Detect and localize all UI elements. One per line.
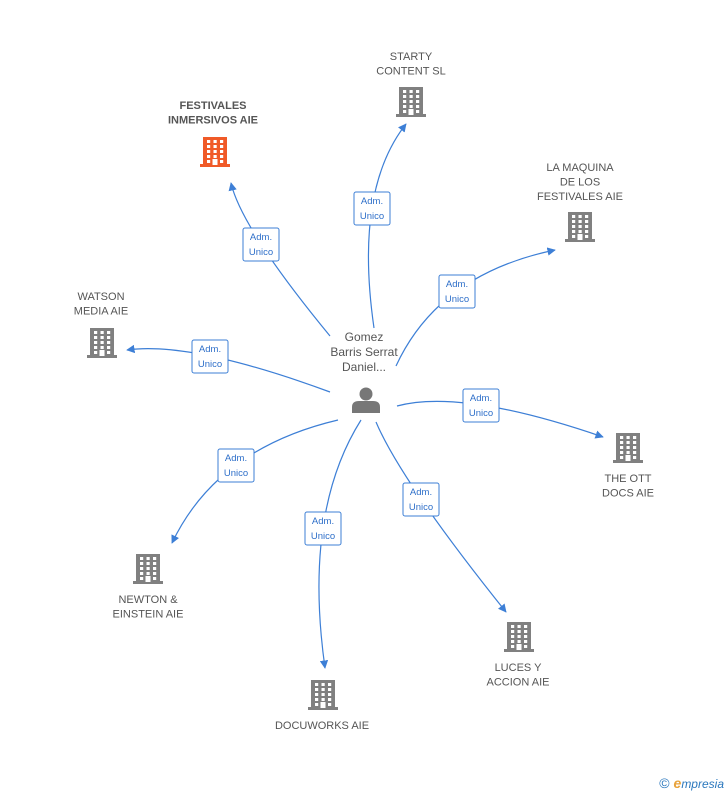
- company-name-line: DE LOS: [560, 177, 600, 189]
- nodes-layer: STARTY CONTENT SL FESTIVALES INMERSIVOS AIE…: [74, 51, 654, 732]
- person-icon: [352, 387, 380, 413]
- edge-label-line: Adm.: [250, 232, 272, 243]
- edge-theott: Adm. Unico: [396, 388, 604, 439]
- company-node-docuworks[interactable]: DOCUWORKS AIE: [275, 680, 369, 732]
- copyright-symbol: ©: [659, 775, 670, 791]
- company-name-line: MEDIA AIE: [74, 306, 128, 318]
- edge-label-line: Adm.: [470, 393, 492, 404]
- edge-line: [375, 421, 507, 613]
- building-icon: [200, 137, 230, 167]
- edge-label-newton[interactable]: Adm. Unico: [217, 448, 255, 483]
- edge-label-theott[interactable]: Adm. Unico: [462, 388, 500, 423]
- company-name-line: WATSON: [77, 291, 124, 303]
- edge-label-line: Unico: [311, 531, 335, 542]
- building-icon: [308, 680, 338, 710]
- company-node-theott[interactable]: THE OTT DOCS AIE: [602, 433, 654, 500]
- company-name-line: DOCS AIE: [602, 488, 654, 500]
- edge-label-watson[interactable]: Adm. Unico: [191, 339, 229, 374]
- edge-watson: Adm. Unico: [126, 339, 331, 393]
- edge-label-maquina[interactable]: Adm. Unico: [438, 274, 476, 309]
- edge-festivales: Adm. Unico: [228, 182, 331, 337]
- edge-label-starty[interactable]: Adm. Unico: [353, 191, 391, 226]
- edge-label-line: Unico: [469, 408, 493, 419]
- edge-label-line: Unico: [409, 502, 433, 513]
- company-node-festivales[interactable]: FESTIVALES INMERSIVOS AIE: [168, 100, 258, 167]
- edge-label-line: Unico: [198, 359, 222, 370]
- edge-label-line: Adm.: [446, 279, 468, 290]
- edge-label-line: Unico: [224, 468, 248, 479]
- building-icon: [87, 328, 117, 358]
- brand-name: mpresia: [681, 777, 724, 791]
- company-name-line: DOCUWORKS AIE: [275, 720, 369, 732]
- edge-label-line: Adm.: [225, 453, 247, 464]
- edge-line: [395, 247, 556, 367]
- company-name-line: STARTY: [390, 51, 433, 63]
- edge-label-luces[interactable]: Adm. Unico: [402, 482, 440, 517]
- edge-label-line: Adm.: [199, 344, 221, 355]
- edge-newton: Adm. Unico: [171, 419, 339, 544]
- company-name-line: CONTENT SL: [376, 66, 445, 78]
- edge-label-line: Unico: [445, 294, 469, 305]
- footer-brand[interactable]: ©empresia: [659, 775, 724, 791]
- company-name-line: INMERSIVOS AIE: [168, 115, 258, 127]
- edge-label-line: Adm.: [410, 487, 432, 498]
- company-name-line: ACCION AIE: [487, 677, 550, 689]
- edge-starty: Adm. Unico: [353, 123, 407, 329]
- person-name-line: Daniel...: [342, 360, 386, 374]
- brand-initial: e: [673, 775, 682, 791]
- edge-label-line: Adm.: [312, 516, 334, 527]
- company-name-line: THE OTT: [604, 473, 651, 485]
- edge-maquina: Adm. Unico: [395, 247, 556, 367]
- company-name-line: EINSTEIN AIE: [113, 609, 184, 621]
- edge-label-festivales[interactable]: Adm. Unico: [242, 227, 280, 262]
- edge-line: [396, 400, 604, 439]
- company-node-luces[interactable]: LUCES Y ACCION AIE: [487, 622, 550, 689]
- building-icon: [133, 554, 163, 584]
- building-icon: [396, 87, 426, 117]
- building-icon: [613, 433, 643, 463]
- edge-label-line: Unico: [249, 247, 273, 258]
- edge-label-line: Adm.: [361, 196, 383, 207]
- edges-layer: Adm.UnicoAdm.UnicoAdm.UnicoAdm.UnicoAdm.…: [126, 123, 604, 669]
- edge-label-docuworks[interactable]: Adm. Unico: [304, 511, 342, 546]
- person-name-line: Gomez: [345, 330, 384, 344]
- person-name-line: Barris Serrat: [330, 345, 398, 359]
- edge-label-line: Unico: [360, 211, 384, 222]
- company-name-line: FESTIVALES AIE: [537, 191, 623, 203]
- building-icon: [504, 622, 534, 652]
- company-name-line: FESTIVALES: [179, 100, 246, 112]
- company-node-newton[interactable]: NEWTON & EINSTEIN AIE: [113, 554, 184, 621]
- edge-line: [367, 123, 407, 329]
- company-name-line: NEWTON &: [118, 594, 178, 606]
- building-icon: [565, 212, 595, 242]
- company-node-watson[interactable]: WATSON MEDIA AIE: [74, 291, 128, 358]
- company-node-starty[interactable]: STARTY CONTENT SL: [376, 51, 446, 117]
- company-name-line: LUCES Y: [495, 662, 543, 674]
- edge-luces: Adm. Unico: [375, 421, 507, 613]
- company-node-maquina[interactable]: LA MAQUINA DE LOS FESTIVALES AIE: [537, 162, 623, 242]
- company-name-line: LA MAQUINA: [546, 162, 614, 174]
- edge-docuworks: Adm. Unico: [304, 419, 362, 669]
